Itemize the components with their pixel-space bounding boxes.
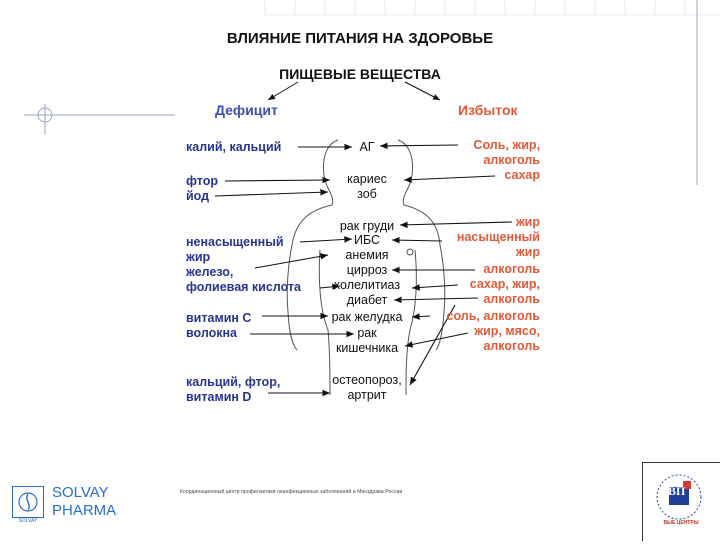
deficit-label: железо,: [186, 265, 234, 279]
disease-label: АГ: [359, 140, 375, 154]
disease-label: остеопороз,: [332, 373, 402, 387]
institution-logo: [642, 462, 720, 541]
solvay-emblem-icon: [18, 492, 38, 512]
human-silhouette: [286, 139, 446, 396]
disease-label: холелитиаз: [333, 278, 401, 292]
deficit-label: фолиевая кислота: [186, 280, 301, 294]
deficit-label: кальций, фтор,: [186, 375, 281, 389]
excess-label: алкоголь: [483, 292, 540, 306]
deficit-label: витамин С: [186, 311, 252, 325]
institution-logo-letters: ВП: [668, 484, 686, 498]
excess-label: алкоголь: [483, 153, 540, 167]
page-title: ВЛИЯНИЕ ПИТАНИЯ НА ЗДОРОВЬЕ: [226, 30, 494, 47]
institution-logo-subtitle: ВЫЕ ЦЕНТРЫ: [663, 520, 699, 526]
deficit-label: фтор: [186, 174, 219, 188]
solvay-wordmark: SOLVAY PHARMA: [52, 484, 116, 520]
excess-label: Соль, жир,: [473, 138, 540, 152]
solvay-logo-mark: [12, 486, 44, 518]
deficit-label: йод: [186, 189, 210, 203]
excess-label: алкоголь: [483, 262, 540, 276]
deficit-heading: Дефицит: [215, 102, 278, 118]
disease-label: рак груди: [339, 219, 395, 233]
excess-label: жир, мясо,: [474, 324, 540, 338]
deficit-label: ненасыщенный: [186, 235, 284, 249]
deficit-label: витамин D: [186, 390, 252, 404]
disease-label: рак желудка: [331, 310, 403, 324]
footer-note: Координационный центр профилактики неинф…: [180, 489, 403, 495]
disease-label: кишечника: [335, 341, 399, 355]
deficit-label: калий, кальций: [186, 140, 282, 154]
excess-label: сахар: [504, 168, 540, 182]
excess-label: жир: [515, 245, 540, 259]
disease-label: цирроз: [346, 263, 388, 277]
excess-label: насыщенный: [456, 230, 540, 244]
deficit-label: жир: [186, 250, 211, 264]
disease-label: диабет: [346, 293, 388, 307]
excess-heading: Избыток: [458, 102, 518, 118]
solvay-line2: PHARMA: [52, 502, 117, 519]
nutrients-heading: ПИЩЕВЫЕ ВЕЩЕСТВА: [279, 66, 441, 82]
solvay-line1: SOLVAY: [52, 484, 109, 501]
deficit-label: волокна: [186, 326, 238, 340]
excess-label: сахар, жир,: [469, 277, 540, 291]
solvay-small-label: SOLVAY: [18, 518, 38, 524]
disease-label: ИБС: [353, 233, 381, 247]
disease-label: зоб: [357, 187, 377, 201]
disease-label: анемия: [345, 248, 389, 262]
excess-label: алкоголь: [483, 339, 540, 353]
disease-label: кариес: [347, 172, 387, 186]
disease-label: рак: [357, 326, 377, 340]
institution-emblem-icon: [656, 474, 702, 520]
excess-label: соль, алкоголь: [446, 309, 540, 323]
excess-label: жир: [515, 215, 540, 229]
disease-label: артрит: [347, 388, 387, 402]
